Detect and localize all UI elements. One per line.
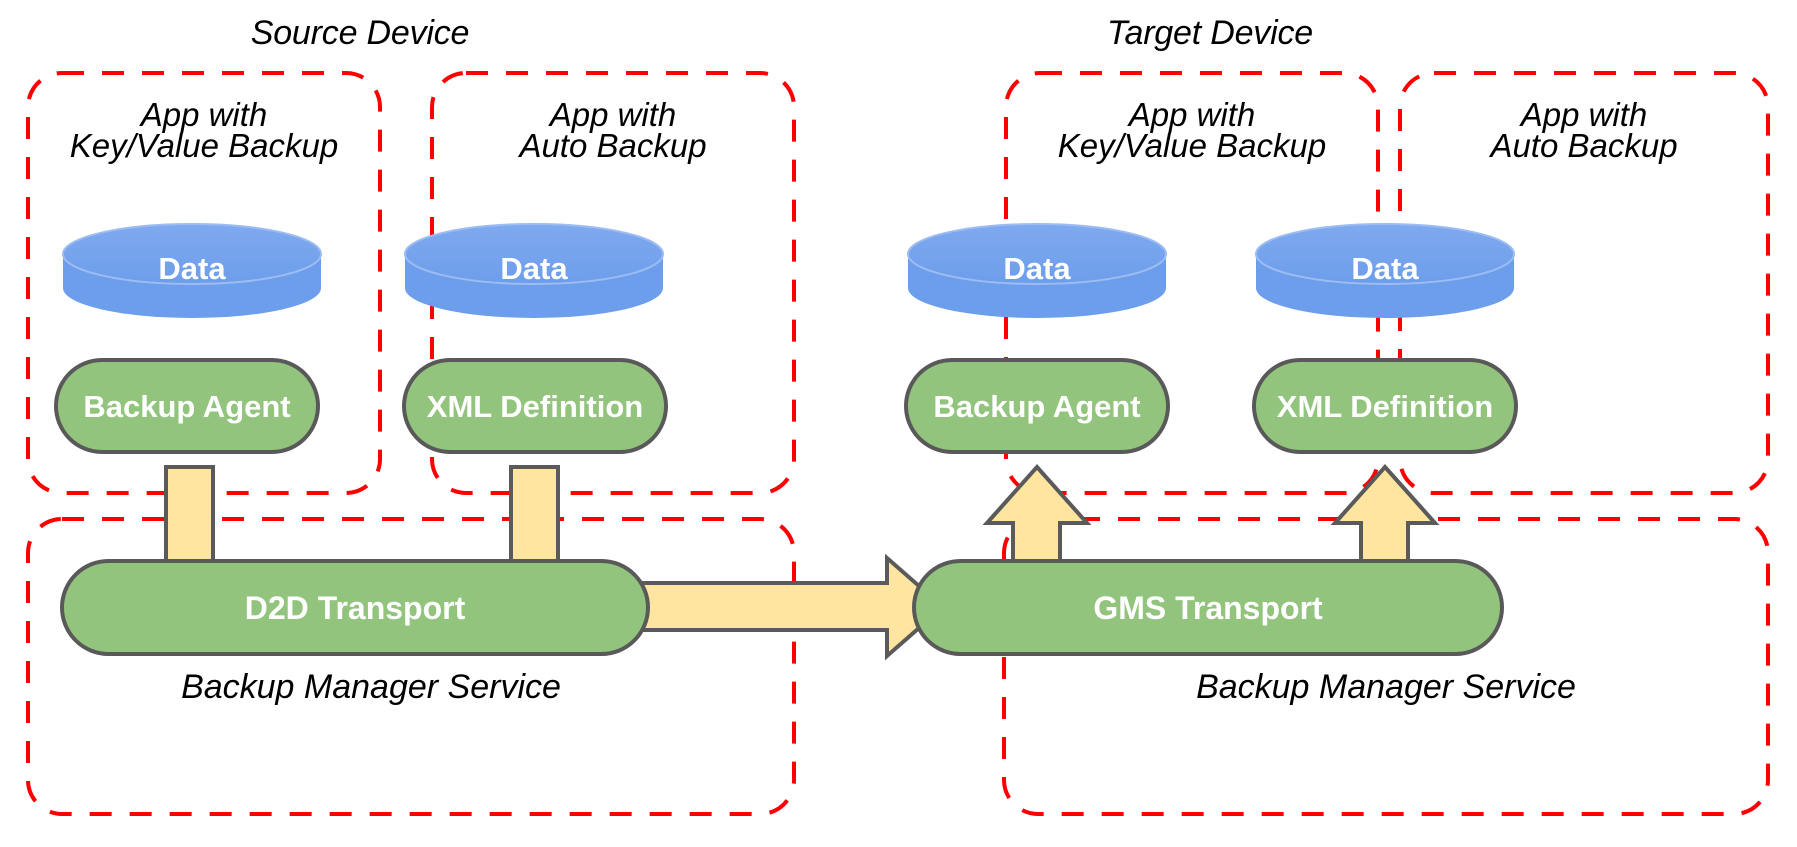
pill-label-target-backup-agent: Backup Agent [933, 389, 1141, 424]
app-label-target-kv-line2: Key/Value Backup [1057, 127, 1327, 164]
device-title-target: Target Device [1107, 14, 1313, 52]
app-label-target-auto-line1: App with [1520, 96, 1648, 133]
pill-gms-transport[interactable] [912, 559, 1504, 656]
transport-label-d2d: D2D Transport [244, 590, 466, 626]
data-cylinder-target-auto [1255, 223, 1515, 318]
app-label-source-kv-line2: Key/Value Backup [69, 127, 339, 164]
data-label-source-kv: Data [158, 251, 226, 286]
pill-label-source-backup-agent: Backup Agent [83, 389, 291, 424]
pill-label-target-xml-definition: XML Definition [1276, 389, 1494, 424]
data-cylinder-target-kv [907, 223, 1167, 318]
arrow-transport-right [638, 553, 947, 661]
boundary-source-backup-manager-service [26, 517, 796, 816]
service-label-source-backup-manager: Backup Manager Service [181, 668, 561, 706]
data-label-source-auto: Data [500, 251, 568, 286]
transport-label-gms: GMS Transport [1093, 590, 1323, 626]
data-label-target-auto: Data [1351, 251, 1419, 286]
data-cylinder-source-auto [404, 223, 664, 318]
pill-target-backup-agent[interactable] [904, 358, 1170, 454]
app-label-target-auto-line2: Auto Backup [1490, 127, 1678, 164]
data-label-target-kv: Data [1003, 251, 1071, 286]
pill-source-backup-agent[interactable] [54, 358, 320, 454]
pill-d2d-transport[interactable] [60, 559, 650, 656]
boundary-target-backup-manager-service [1002, 517, 1770, 816]
pill-target-xml-definition[interactable] [1252, 358, 1518, 454]
app-label-source-kv-line1: App with [140, 96, 268, 133]
device-title-source: Source Device [250, 14, 470, 52]
app-label-target-kv-line1: App with [1128, 96, 1256, 133]
pill-label-source-xml-definition: XML Definition [426, 389, 644, 424]
boundary-source-auto-app [430, 71, 796, 495]
service-label-target-backup-manager: Backup Manager Service [1196, 668, 1576, 706]
app-label-source-auto-line2: Auto Backup [519, 127, 707, 164]
data-cylinder-source-kv [62, 223, 322, 318]
app-label-source-auto-line1: App with [549, 96, 677, 133]
pill-source-xml-definition[interactable] [402, 358, 668, 454]
